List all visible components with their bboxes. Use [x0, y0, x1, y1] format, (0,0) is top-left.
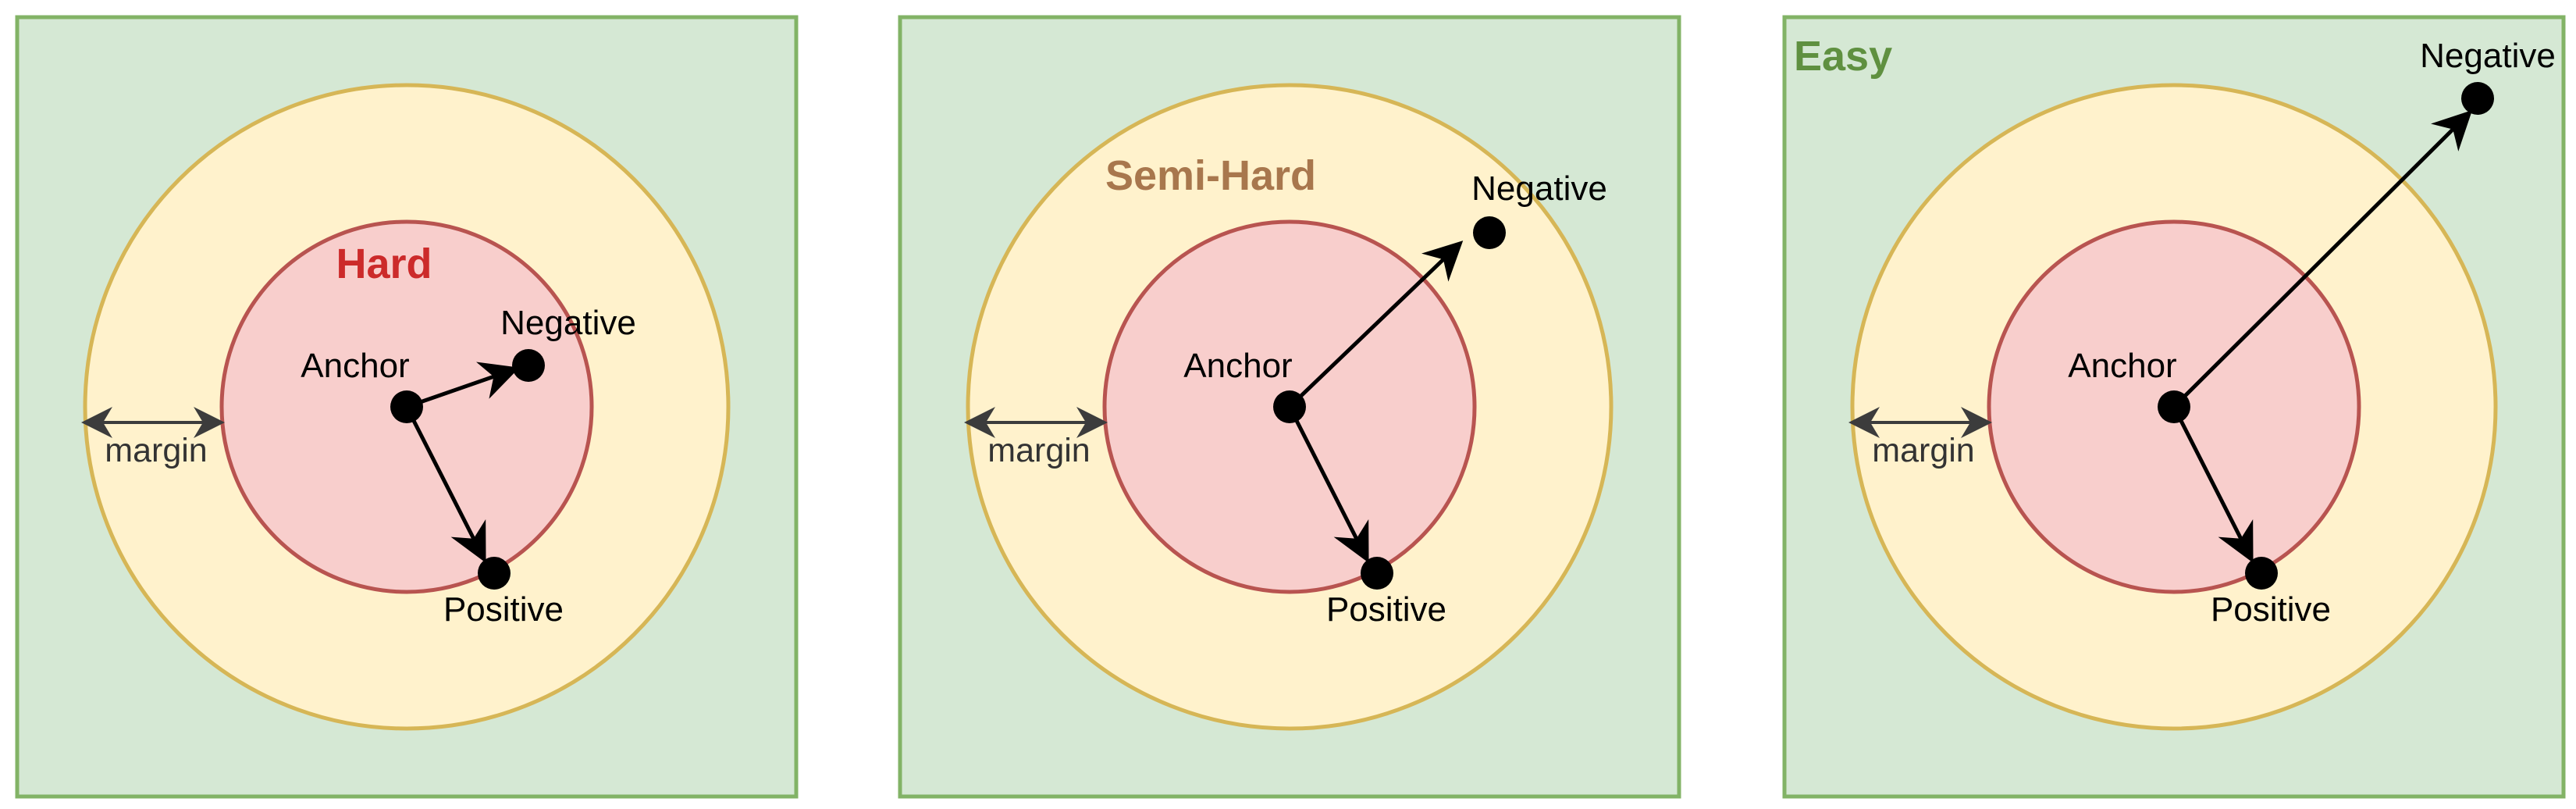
panel-semi-hard: Semi-Hard Anchor Negative Positive margi… [898, 15, 1681, 799]
negative-arrow [2172, 109, 2473, 408]
panel-title: Hard [336, 241, 432, 287]
anchor-point-icon [390, 390, 423, 423]
positive-label: Positive [443, 590, 564, 629]
margin-label: margin [105, 432, 207, 469]
positive-point-icon [1361, 557, 1393, 590]
panel-easy: Easy Anchor Negative Positive margin [1782, 15, 2566, 799]
positive-point-icon [2245, 557, 2278, 590]
anchor-label: Anchor [2068, 347, 2176, 385]
negative-label: Negative [2420, 37, 2556, 75]
anchor-label: Anchor [301, 347, 409, 385]
negative-point-icon [512, 349, 545, 382]
negative-arrow [406, 362, 520, 409]
positive-arrow [1287, 405, 1369, 563]
negative-point-icon [1473, 216, 1506, 249]
negative-label: Negative [1471, 169, 1607, 208]
panel-hard: Hard Anchor Negative Positive margin [15, 15, 799, 799]
margin-label: margin [1872, 432, 1974, 469]
margin-label: margin [987, 432, 1090, 469]
negative-point-icon [2461, 82, 2494, 115]
positive-label: Positive [1326, 590, 1446, 629]
negative-arrow [1288, 241, 1464, 408]
panel-title: Easy [1794, 33, 1892, 80]
anchor-point-icon [2158, 390, 2190, 423]
anchor-label: Anchor [1183, 347, 1292, 385]
anchor-point-icon [1273, 390, 1306, 423]
positive-arrow [2172, 405, 2254, 563]
positive-label: Positive [2211, 590, 2331, 629]
positive-arrow [404, 405, 486, 563]
negative-label: Negative [500, 304, 636, 342]
positive-point-icon [478, 557, 511, 590]
panel-title: Semi-Hard [1105, 152, 1316, 199]
